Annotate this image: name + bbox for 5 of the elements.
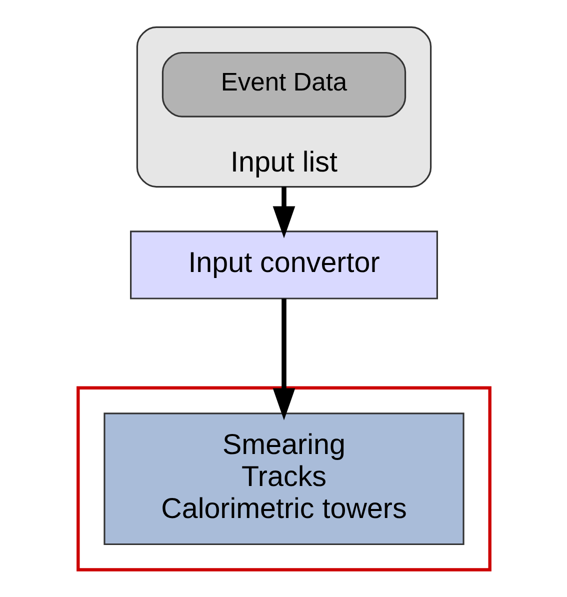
arrow: [272, 186, 295, 238]
node-box: Input convertor: [130, 230, 438, 300]
arrow: [272, 298, 295, 420]
node-box: Smearing Tracks Calorimetric towers: [103, 412, 464, 546]
node-box: Event Data: [161, 52, 406, 118]
